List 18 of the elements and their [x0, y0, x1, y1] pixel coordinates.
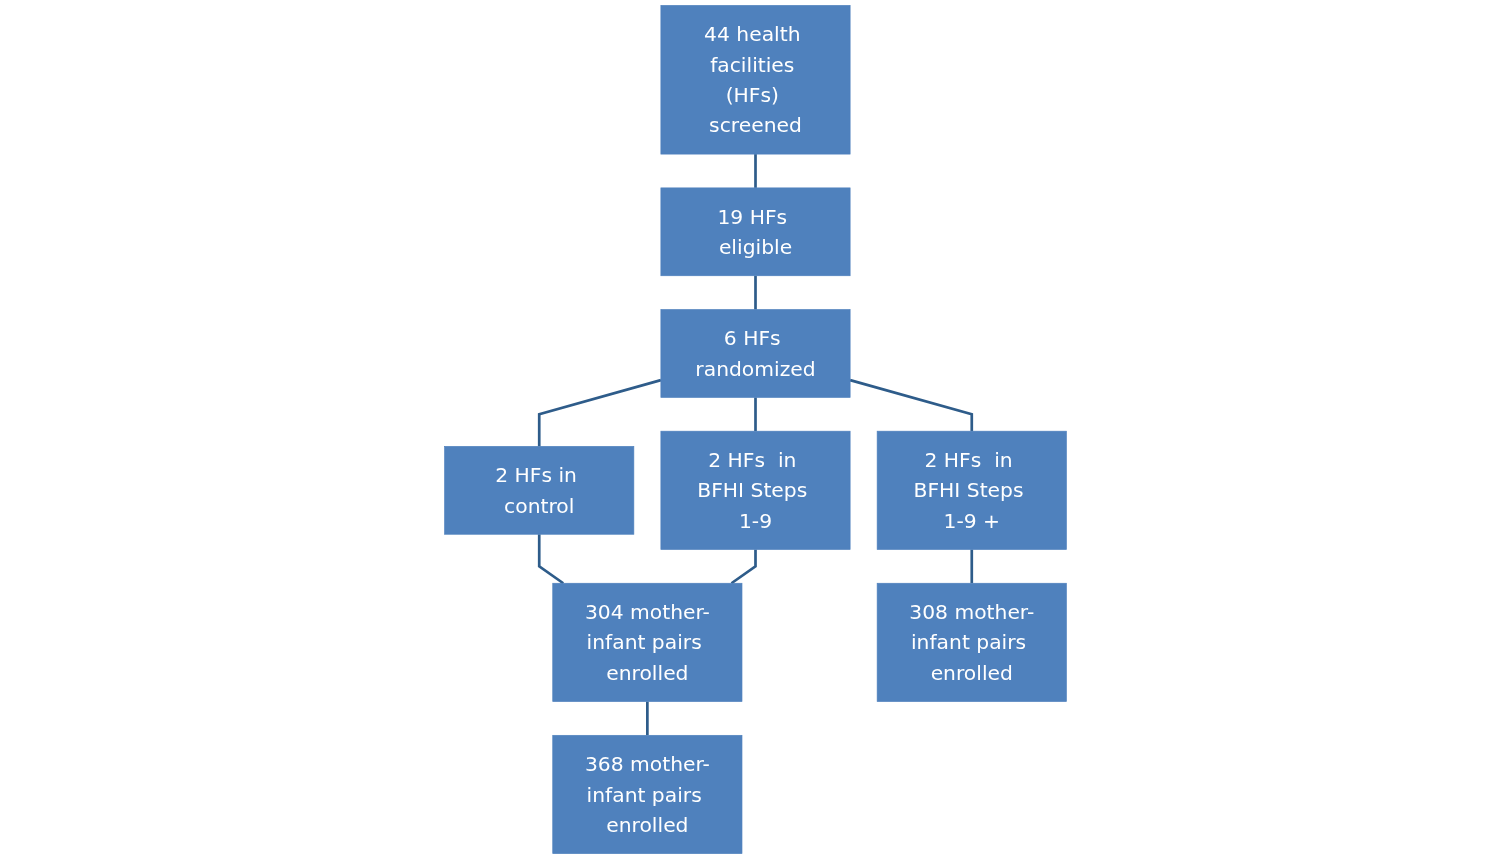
- node-box: 2 HFs in BFHI Steps 1-9: [660, 430, 851, 550]
- connector: [537, 534, 565, 585]
- node-box: 44 health facilities (HFs) screened: [660, 5, 851, 155]
- node-box: 368 mother-infant pairs enrolled: [552, 735, 743, 854]
- connector: [849, 378, 974, 432]
- connector: [754, 397, 757, 432]
- node-box: 6 HFs randomized: [660, 309, 851, 398]
- connector: [754, 154, 757, 188]
- connector: [537, 378, 662, 447]
- node-box: 19 HFs eligible: [660, 187, 851, 277]
- connector: [754, 275, 757, 310]
- node-box: 2 HFs in control: [444, 446, 635, 535]
- node-box: 2 HFs in BFHI Steps 1-9 +: [876, 430, 1067, 550]
- connector: [646, 701, 649, 736]
- node-box: 308 mother-infant pairs enrolled: [876, 582, 1067, 702]
- connector: [970, 549, 974, 584]
- node-box: 304 mother-infant pairs enrolled: [552, 582, 743, 702]
- connector: [730, 549, 757, 585]
